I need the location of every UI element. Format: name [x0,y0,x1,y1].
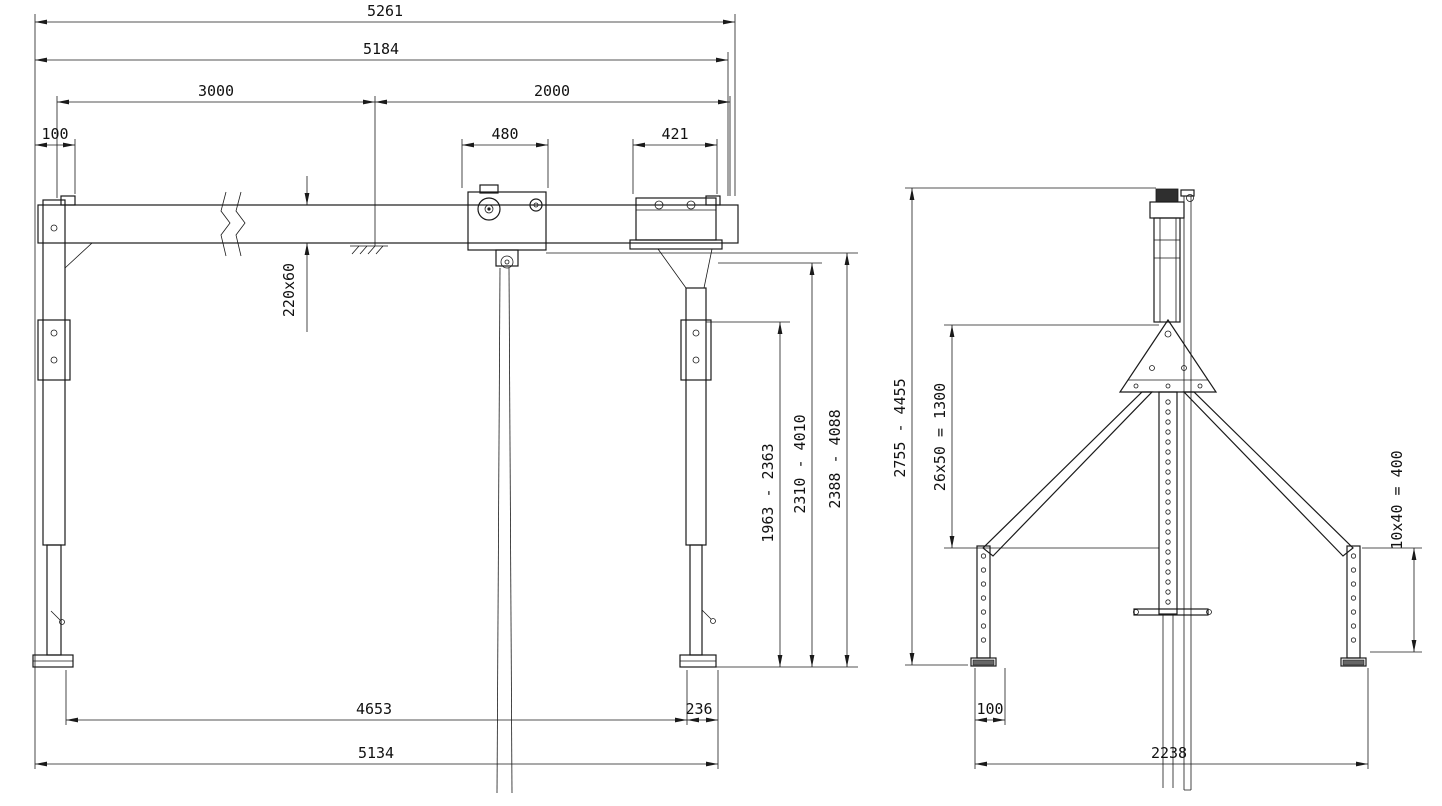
dim-base-overall: 5134 [35,744,718,767]
dim-label-height-top: 2388 - 4088 [826,409,844,508]
side-winch [1149,188,1194,323]
side-gusset-plate [1118,318,1218,393]
front-extension-lines [34,14,736,769]
dim-label-base-span: 4653 [356,700,392,718]
dim-label-height-underside: 2310 - 4010 [791,414,809,513]
dim-label-beam-section: 220x60 [280,263,298,317]
front-right-column [679,287,717,668]
front-hoist-trolley [467,184,547,794]
dim-label-foot-offset: 100 [976,700,1003,718]
dim-label-span-right: 2000 [534,82,570,100]
dim-beam-length: 5184 [35,40,728,63]
dim-label-base-overall: 5134 [358,744,394,762]
side-right-foot [1340,545,1367,667]
dim-label-carriage-width: 421 [661,125,688,143]
side-datum-lines [905,187,1422,769]
front-datum-lines [546,252,858,668]
dim-label-beam-length: 5184 [363,40,399,58]
side-left-foot [970,545,997,667]
dim-left-offset: 100 [35,125,75,148]
dim-label-base-width: 2238 [1151,744,1187,762]
dim-base-span: 4653 [66,700,687,723]
dim-base-width: 2238 [975,744,1368,767]
hoist-cables [496,267,513,794]
side-crank-handle [1133,608,1212,616]
dim-label-overall-top: 5261 [367,2,403,20]
front-break-symbol [220,191,246,257]
front-view: 5261 5184 3000 2000 100 480 [32,2,858,794]
dim-label-base-right: 236 [685,700,712,718]
dim-foot-hole-pattern: 10x40 = 400 [1388,450,1417,652]
dim-height-top: 2388 - 4088 [826,253,850,667]
side-left-leg [982,391,1154,557]
dim-overall-top: 5261 [35,2,735,25]
dim-foot-offset: 100 [975,700,1005,723]
dim-beam-section: 220x60 [280,176,310,332]
dim-height-column: 1963 - 2363 [759,322,783,667]
side-rear-rail [1180,189,1195,791]
dim-span-right: 2000 [375,82,730,105]
front-left-column [32,199,94,668]
dim-base-right: 236 [685,700,718,723]
dim-label-foot-hole-pattern: 10x40 = 400 [1388,450,1406,549]
side-mast [1158,391,1178,788]
dim-label-trolley-width: 480 [491,125,518,143]
side-right-leg [1182,391,1354,557]
front-dimensions: 5261 5184 3000 2000 100 480 [35,2,850,767]
front-beam [37,195,739,255]
dim-label-mast-hole-pattern: 26x50 = 1300 [931,383,949,491]
dim-height-range: 2755 - 4455 [891,188,915,665]
dim-label-left-offset: 100 [41,125,68,143]
dim-mast-hole-pattern: 26x50 = 1300 [931,325,955,548]
dim-height-underside: 2310 - 4010 [791,263,815,667]
dim-trolley-width: 480 [462,125,548,148]
dim-label-span-left: 3000 [198,82,234,100]
dim-span-left: 3000 [57,82,375,105]
dim-label-height-column: 1963 - 2363 [759,443,777,542]
dim-carriage-width: 421 [633,125,717,148]
side-view: 2755 - 4455 26x50 = 1300 10x40 = 400 100… [891,187,1422,791]
dim-label-height-range: 2755 - 4455 [891,378,909,477]
side-dimensions: 2755 - 4455 26x50 = 1300 10x40 = 400 100… [891,188,1417,767]
